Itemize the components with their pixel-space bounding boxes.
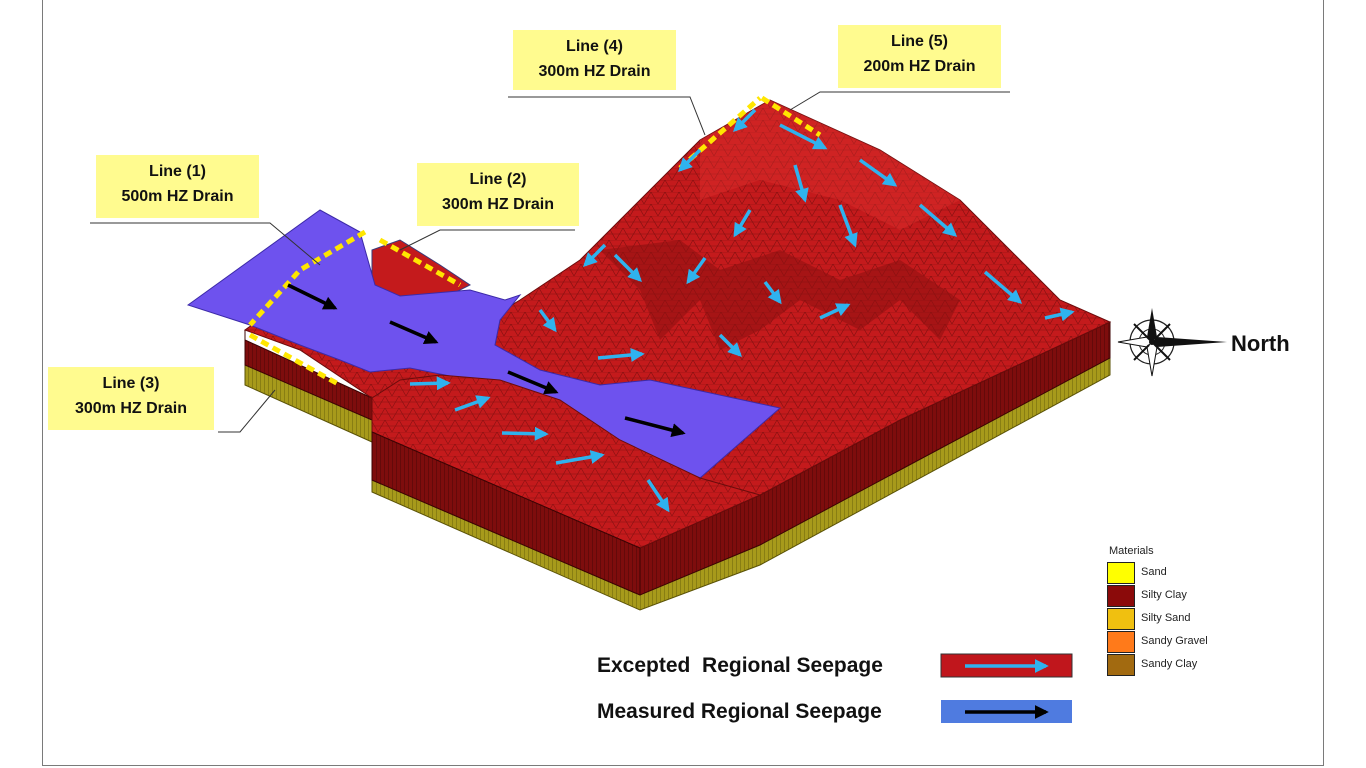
material-swatch xyxy=(1107,585,1135,607)
materials-title: Materials xyxy=(1109,545,1154,557)
callout-line5: Line (5) 200m HZ Drain xyxy=(838,25,1001,88)
expected-seepage-arrows xyxy=(409,108,1075,513)
callout-line3: Line (3) 300m HZ Drain xyxy=(48,367,214,430)
callout-line5-title: Line (5) xyxy=(891,33,948,50)
callout-leaders xyxy=(90,91,1010,433)
callout-line3-title: Line (3) xyxy=(102,375,160,392)
material-label: Sand xyxy=(1141,566,1167,578)
terrain-lower-left-wall xyxy=(371,431,641,596)
callout-line2: Line (2) 300m HZ Drain xyxy=(417,163,579,226)
leader-line2 xyxy=(399,229,575,251)
legend-measured-swatch xyxy=(941,700,1072,723)
material-item: Sandy Clay xyxy=(1107,654,1217,676)
callout-line3-drain: 300m HZ Drain xyxy=(74,400,188,417)
leader-line4 xyxy=(508,96,706,136)
callout-line4-title: Line (4) xyxy=(566,38,623,55)
figure-frame xyxy=(42,0,1324,766)
drain-line-5 xyxy=(760,95,822,138)
material-label: Sandy Gravel xyxy=(1141,635,1208,647)
material-label: Silty Clay xyxy=(1141,589,1187,601)
leader-line1 xyxy=(90,222,321,266)
ridge-highlight xyxy=(700,100,960,230)
legend-expected-swatch xyxy=(940,653,1073,678)
material-swatch xyxy=(1107,654,1135,676)
legend-measured-label: Measured Regional Seepage xyxy=(597,700,882,723)
material-swatch xyxy=(1107,562,1135,584)
callout-line1: Line (1) 500m HZ Drain xyxy=(96,155,259,218)
callout-line1-drain: 500m HZ Drain xyxy=(121,188,234,205)
material-item: Sandy Gravel xyxy=(1107,631,1217,653)
material-label: Silty Sand xyxy=(1141,612,1191,624)
callout-line4-drain: 300m HZ Drain xyxy=(538,63,651,80)
compass-rose-icon xyxy=(1117,308,1227,377)
drain-line-2 xyxy=(378,237,462,288)
callout-line4: Line (4) 300m HZ Drain xyxy=(513,30,676,90)
leader-line5 xyxy=(789,91,1010,111)
north-label: North xyxy=(1231,331,1290,356)
material-label: Sandy Clay xyxy=(1141,658,1198,670)
callout-line2-drain: 300m HZ Drain xyxy=(441,196,555,213)
material-item: Silty Sand xyxy=(1107,608,1217,630)
callout-line2-title: Line (2) xyxy=(469,171,527,188)
material-swatch xyxy=(1107,631,1135,653)
drain-line-1 xyxy=(248,229,367,327)
river-measured-area xyxy=(186,209,782,479)
callout-line1-title: Line (1) xyxy=(149,163,206,180)
material-item: Sand xyxy=(1107,562,1217,584)
legend-expected-label: Excepted Regional Seepage xyxy=(597,654,883,677)
callout-line5-drain: 200m HZ Drain xyxy=(863,58,976,75)
material-swatch xyxy=(1107,608,1135,630)
measured-seepage-arrows xyxy=(287,283,686,437)
drain-line-3 xyxy=(248,332,342,388)
leader-line3 xyxy=(218,389,276,433)
material-item: Silty Clay xyxy=(1107,585,1217,607)
